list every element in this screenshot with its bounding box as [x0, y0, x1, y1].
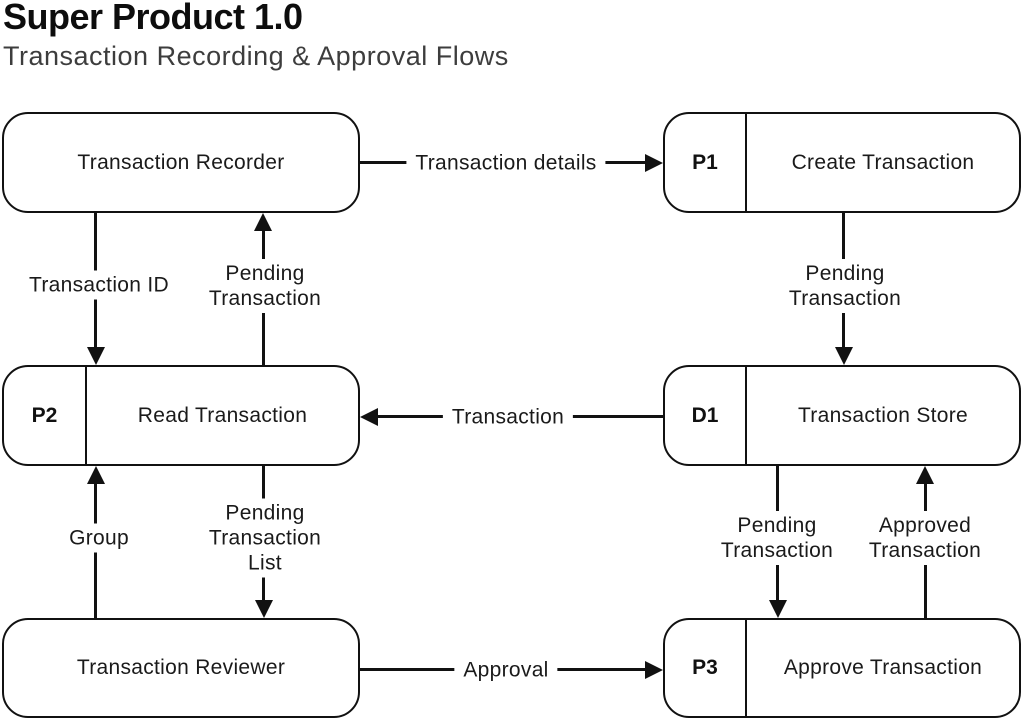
- edge-transaction-label: Transaction: [442, 402, 574, 432]
- arrowhead-up-icon: [254, 213, 272, 231]
- edge-approval-label: Approval: [454, 655, 558, 685]
- node-create-transaction-code: P1: [665, 114, 747, 211]
- arrowhead-up-icon: [916, 466, 934, 484]
- edge-pending-transaction-list-label: Pending Transaction List: [199, 498, 331, 578]
- edge-approved-transaction-label: Approved Transaction: [859, 511, 991, 565]
- node-transaction-recorder: Transaction Recorder: [2, 112, 360, 213]
- node-transaction-store: D1 Transaction Store: [663, 365, 1021, 466]
- arrowhead-down-icon: [87, 347, 105, 365]
- edge-group-label: Group: [60, 523, 138, 553]
- node-read-transaction: P2 Read Transaction: [2, 365, 360, 466]
- arrowhead-down-icon: [255, 600, 273, 618]
- node-transaction-reviewer: Transaction Reviewer: [2, 618, 360, 718]
- node-transaction-store-code: D1: [665, 367, 747, 464]
- edge-pending-transaction-up-label: Pending Transaction: [199, 259, 331, 313]
- node-approve-transaction-code: P3: [665, 620, 747, 716]
- node-create-transaction: P1 Create Transaction: [663, 112, 1021, 213]
- arrowhead-down-icon: [769, 600, 787, 618]
- node-approve-transaction-label: Approve Transaction: [783, 656, 983, 679]
- arrowhead-up-icon: [87, 466, 105, 484]
- node-transaction-recorder-label: Transaction Recorder: [77, 150, 285, 174]
- node-create-transaction-label: Create Transaction: [791, 150, 975, 174]
- arrowhead-left-icon: [360, 408, 378, 426]
- page-subtitle: Transaction Recording & Approval Flows: [3, 41, 509, 71]
- arrowhead-down-icon: [835, 347, 853, 365]
- edge-pending-transaction-store-label: Pending Transaction: [779, 259, 911, 313]
- page-title: Super Product 1.0: [3, 0, 303, 37]
- node-read-transaction-label: Read Transaction: [137, 403, 308, 427]
- edge-pending-transaction-approve-label: Pending Transaction: [711, 511, 843, 565]
- edge-transaction-id-label: Transaction ID: [20, 270, 178, 300]
- node-transaction-store-label: Transaction Store: [797, 403, 969, 427]
- edge-transaction-details-label: Transaction details: [406, 148, 606, 178]
- node-transaction-reviewer-label: Transaction Reviewer: [76, 656, 286, 679]
- node-read-transaction-code: P2: [4, 367, 87, 464]
- arrowhead-right-icon: [645, 661, 663, 679]
- node-approve-transaction: P3 Approve Transaction: [663, 618, 1021, 718]
- arrowhead-right-icon: [645, 154, 663, 172]
